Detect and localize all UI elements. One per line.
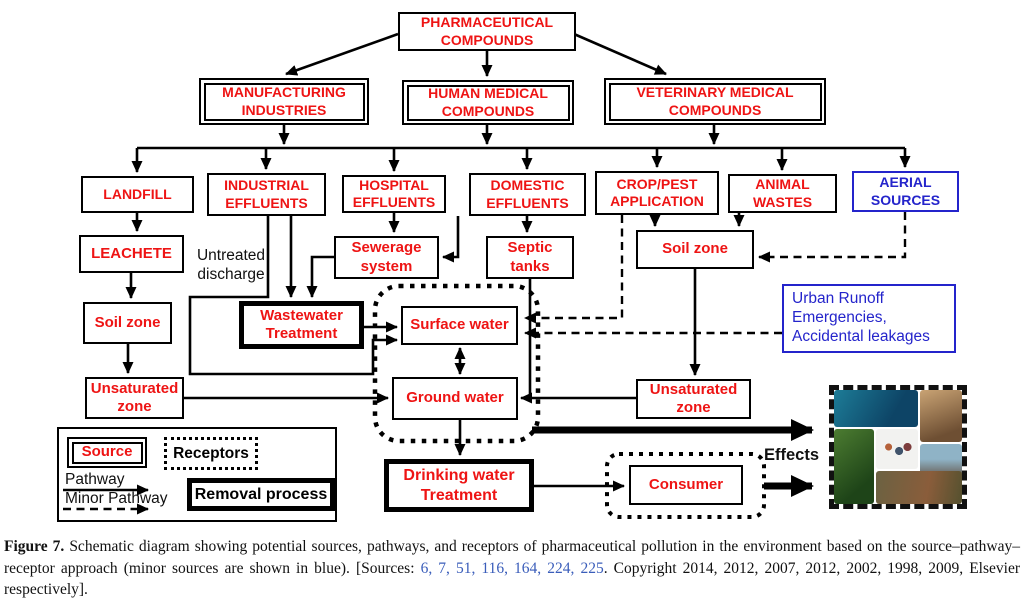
minor-pathways: [63, 212, 907, 515]
legend-source-box: Source: [67, 437, 147, 468]
unsaturated-zone-right-box: Unsaturated zone: [636, 379, 751, 419]
consumer-receptor-boundary: [605, 452, 766, 519]
figure-number: Figure 7.: [4, 538, 65, 555]
people-group-photo: [876, 429, 918, 469]
legend-minor-pathway-label: Minor Pathway: [65, 490, 168, 507]
untreated-discharge-label: Untreated discharge: [196, 247, 266, 283]
effects-label: Effects: [764, 446, 820, 464]
septic-tanks-box: Septic tanks: [486, 236, 574, 279]
crop-pest-application-box: CROP/PEST APPLICATION: [595, 171, 719, 215]
pharmaceutical-compounds-box: PHARMACEUTICAL COMPOUNDS: [398, 12, 576, 51]
landfill-box: LANDFILL: [81, 176, 194, 213]
aerial-sources-box: AERIAL SOURCES: [852, 171, 959, 212]
veterinary-medical-compounds-box: VETERINARY MEDICAL COMPOUNDS: [604, 78, 826, 125]
caption-copyright: . Copyright 2014, 2012, 2007, 2012, 2002…: [4, 559, 1020, 599]
legend-box: Source Receptors Pathway Minor Pathway R…: [57, 427, 337, 522]
receptors-boundary: [372, 283, 541, 444]
solid-pathways: [63, 32, 911, 496]
effects-photo-collage: [829, 385, 967, 509]
untreated-discharge-path: [188, 216, 398, 376]
consumer-box: Consumer: [629, 465, 743, 505]
soil-zone-left-box: Soil zone: [83, 302, 172, 344]
hospital-effluents-box: HOSPITAL EFFLUENTS: [342, 175, 446, 213]
leachete-box: LEACHETE: [79, 235, 184, 273]
domestic-effluents-box: DOMESTIC EFFLUENTS: [469, 173, 586, 216]
soil-zone-right-box: Soil zone: [636, 230, 754, 269]
manufacturing-industries-box: MANUFACTURING INDUSTRIES: [199, 78, 369, 125]
human-medical-compounds-box: HUMAN MEDICAL COMPOUNDS: [402, 80, 574, 125]
legend-receptors-box: Receptors: [164, 437, 258, 470]
manatees-underwater-photo: [834, 390, 918, 427]
fish-in-mud-photo: [876, 471, 962, 504]
unsaturated-zone-left-box: Unsaturated zone: [85, 377, 184, 419]
legend-removal-process-box: Removal process: [187, 478, 335, 511]
wastewater-treatment-box: Wastewater Treatment: [239, 301, 364, 349]
ground-water-box: Ground water: [392, 377, 518, 420]
surface-water-box: Surface water: [401, 306, 518, 345]
vulture-photo: [920, 390, 962, 442]
chameleon-jungle-photo: [834, 429, 874, 504]
caption-source-numbers: 6, 7, 51, 116, 164, 224, 225: [420, 559, 604, 577]
figure-caption: Figure 7. Schematic diagram showing pote…: [4, 536, 1020, 601]
animal-wastes-box: ANIMAL WASTES: [728, 174, 837, 213]
legend-pathway-label: Pathway: [65, 471, 125, 488]
industrial-effluents-box: INDUSTRIAL EFFLUENTS: [207, 173, 326, 216]
urban-runoff-box: Urban Runoff Emergencies, Accidental lea…: [782, 284, 956, 353]
sewerage-system-box: Sewerage system: [334, 236, 439, 279]
effects-arrows: [532, 419, 814, 497]
drinking-water-treatment-box: Drinking water Treatment: [384, 459, 534, 512]
caption-text: Schematic diagram showing potential sour…: [4, 538, 1020, 577]
